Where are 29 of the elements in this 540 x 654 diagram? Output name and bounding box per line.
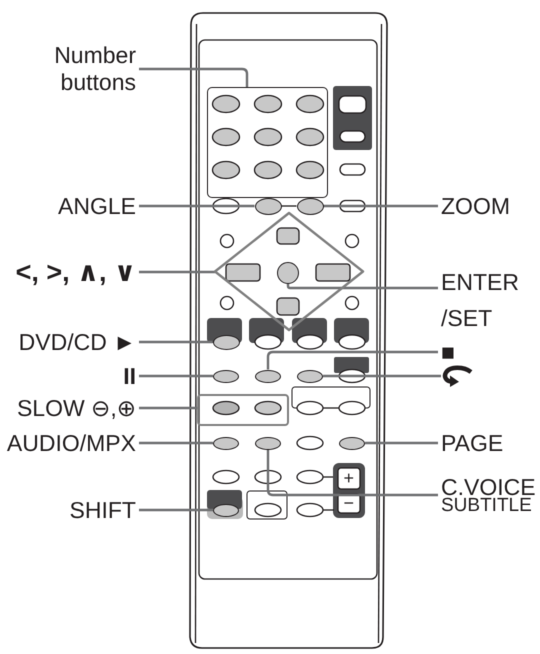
callout-label: AUDIO/MPX: [6, 430, 136, 456]
connector-line: [282, 205, 296, 207]
button-group-frame: [197, 394, 289, 426]
callout-label: DVD/CD ►: [18, 328, 136, 356]
leader-line: [266, 450, 438, 496]
callout-label: SLOW ⊖,⊕: [16, 394, 136, 422]
callout-label: ANGLE: [58, 192, 136, 220]
callout-label: ZOOM: [441, 192, 510, 220]
callout-label: Number buttons: [54, 42, 136, 96]
leader-line: [139, 406, 197, 410]
leader-line: [139, 374, 213, 378]
leader-line: [139, 508, 213, 512]
leader-line: [139, 270, 215, 274]
leader-line: [139, 68, 248, 87]
callout-label: ENTER /SET: [441, 264, 519, 336]
callout-label: SHIFT: [70, 496, 136, 524]
callout-label: SUBTITLE: [441, 497, 532, 515]
callout-label: PAGE: [441, 430, 504, 456]
callout-label: C.VOICE: [441, 477, 536, 497]
key-sign: +: [344, 468, 354, 489]
callout-label: ■: [441, 338, 455, 366]
leader-line: [139, 442, 213, 444]
key-sign: −: [344, 494, 354, 513]
callout-label: II: [123, 362, 136, 390]
leader-line: [139, 340, 212, 344]
leader-line: [323, 374, 441, 378]
leader-line: [365, 442, 438, 444]
callout-label: <, >, ∧, ∨: [16, 258, 136, 286]
button-group-frame: [207, 87, 328, 198]
